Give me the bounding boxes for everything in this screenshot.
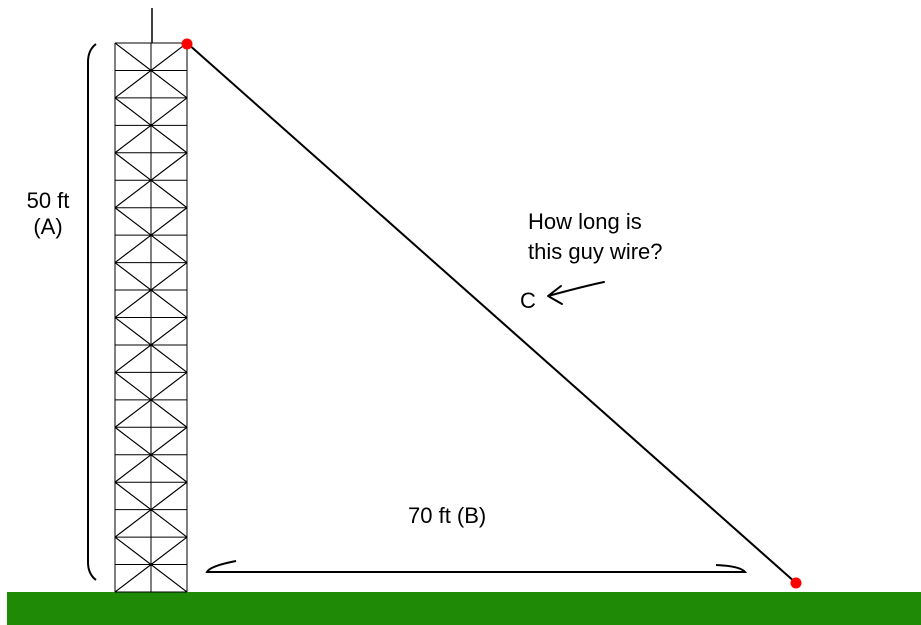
- tower-brace: [114, 481, 152, 511]
- tower-brace: [150, 426, 188, 456]
- tower-brace: [114, 70, 152, 99]
- tower-brace: [150, 70, 188, 99]
- tower-brace: [150, 509, 188, 538]
- tower-brace: [150, 317, 188, 346]
- tower-brace: [114, 344, 152, 373]
- tower-brace: [150, 399, 188, 428]
- tower-brace: [114, 372, 152, 401]
- tower-brace: [150, 564, 188, 593]
- tower-brace: [150, 207, 188, 236]
- arrow-icon: [547, 281, 605, 305]
- tower-brace: [114, 152, 152, 181]
- tower-brace: [150, 289, 188, 318]
- tower-brace: [114, 289, 152, 318]
- tower-brace: [114, 536, 152, 565]
- tower-brace: [114, 317, 152, 346]
- tower-brace: [114, 42, 152, 71]
- tower-brace: [114, 564, 152, 593]
- tower-brace: [150, 97, 188, 126]
- lattice-tower: [114, 42, 188, 593]
- tower-brace: [114, 399, 152, 428]
- tower-brace: [150, 124, 188, 154]
- tower-brace: [150, 42, 188, 71]
- tower-brace: [150, 372, 188, 401]
- tower-brace: [114, 207, 152, 236]
- top-anchor-dot: [181, 38, 193, 50]
- tower-brace: [150, 481, 188, 511]
- tower-brace: [114, 454, 152, 483]
- question-line-1: How long is: [528, 209, 642, 234]
- guy-wire: [186, 42, 797, 584]
- height-value: 50 ft: [26, 188, 70, 213]
- base-dimension-line: [205, 560, 748, 573]
- tower-brace: [114, 179, 152, 209]
- tower-brace: [150, 536, 188, 565]
- tower-brace: [150, 344, 188, 373]
- question-label: How long is this guy wire?: [528, 207, 663, 267]
- tower-brace: [114, 124, 152, 154]
- height-dimension-line: [87, 43, 97, 581]
- tower-brace: [150, 234, 188, 263]
- tower-brace: [114, 426, 152, 456]
- height-label-a: 50 ft (A): [22, 188, 74, 240]
- tower-brace: [150, 454, 188, 483]
- wire-label-c: C: [520, 288, 536, 313]
- tower-brace: [150, 152, 188, 181]
- tower-brace: [150, 179, 188, 209]
- tower-brace: [114, 262, 152, 291]
- question-line-2: this guy wire?: [528, 239, 663, 264]
- base-label-b: 70 ft (B): [408, 503, 487, 528]
- ground-anchor-dot: [790, 577, 802, 589]
- tower-brace: [114, 509, 152, 538]
- tower-brace: [114, 234, 152, 263]
- ground: [7, 592, 921, 625]
- tower-brace: [150, 262, 188, 291]
- tower-brace: [114, 97, 152, 126]
- height-letter: (A): [33, 214, 63, 239]
